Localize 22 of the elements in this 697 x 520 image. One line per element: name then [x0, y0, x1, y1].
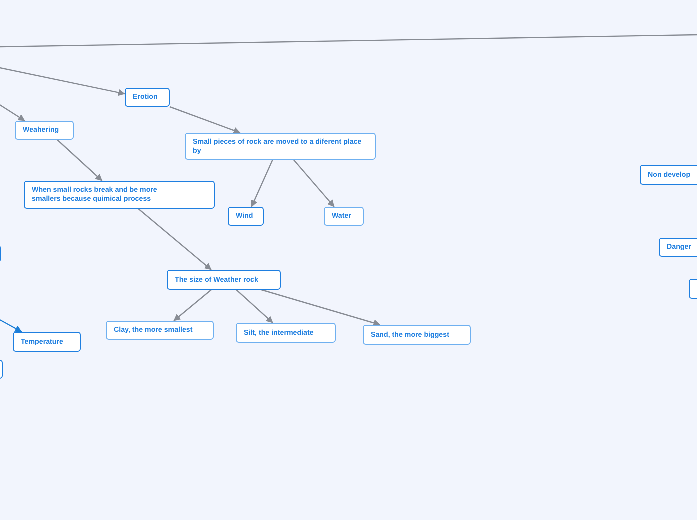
topic-box	[24, 181, 215, 209]
arrow	[57, 140, 103, 182]
arrow	[0, 319, 22, 333]
topic-box	[324, 207, 364, 226]
arrow	[0, 104, 26, 122]
topic-box	[13, 332, 81, 352]
arrow	[236, 290, 274, 324]
topic-box	[228, 207, 264, 226]
arrow	[251, 160, 274, 208]
arrow	[293, 160, 335, 208]
arrow	[261, 289, 381, 326]
topic-box	[236, 323, 336, 343]
topic-box	[185, 133, 376, 160]
topic-box	[15, 121, 74, 140]
arrow	[170, 106, 241, 134]
arrow	[174, 290, 212, 322]
arrow	[138, 208, 212, 270]
topic-box	[167, 270, 281, 290]
topic-box	[363, 325, 471, 345]
topic-box	[125, 88, 170, 107]
topic-box	[106, 321, 214, 340]
arrow	[0, 67, 126, 96]
